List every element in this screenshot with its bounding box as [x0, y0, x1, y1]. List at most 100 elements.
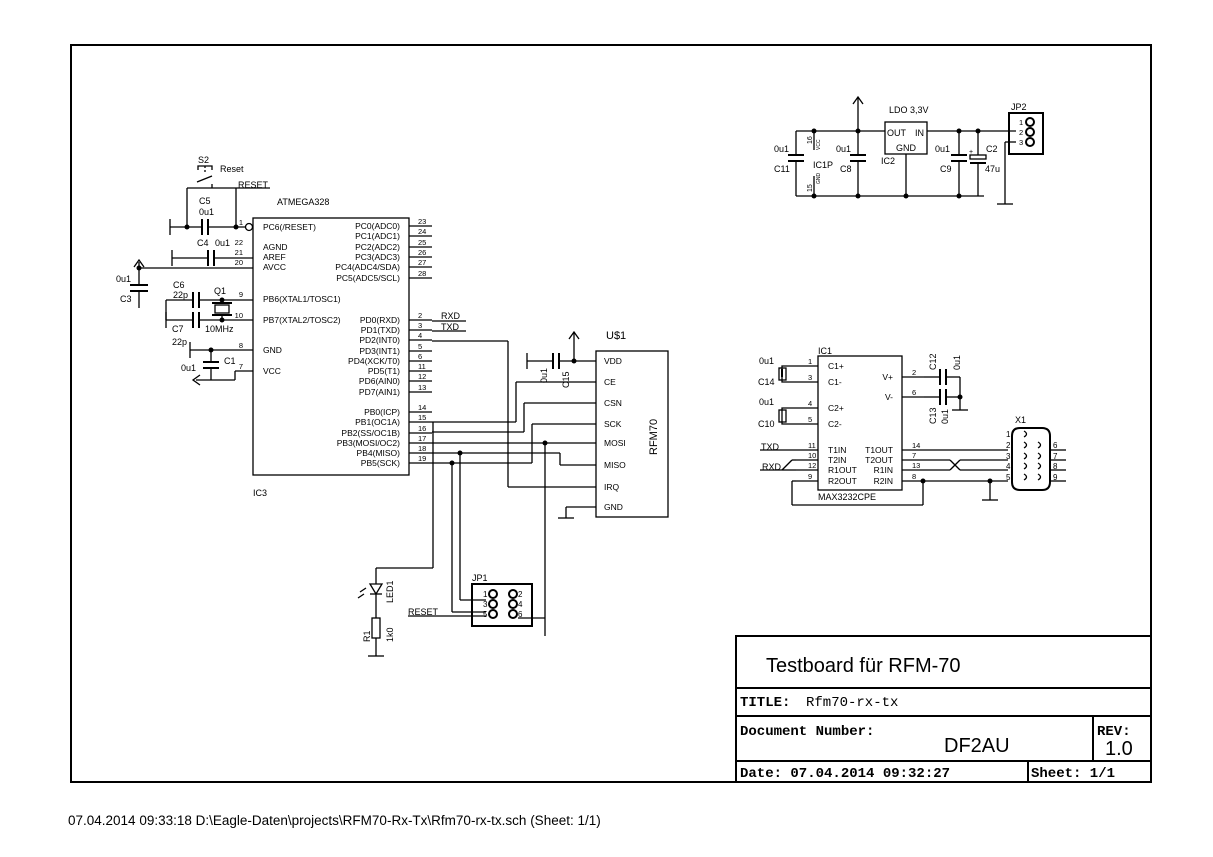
- rfm-name: RFM70: [648, 419, 660, 455]
- net-rxd: RXD: [441, 311, 461, 321]
- mcu-pin-label: PD3(INT1): [359, 346, 400, 356]
- mcu-pin-num: 26: [418, 248, 426, 257]
- mcu-ref: IC3: [253, 488, 267, 498]
- jp2-pin: [1025, 117, 1035, 127]
- mcu-pin-label: PD6(AIN0): [359, 376, 400, 386]
- rfm-pin-label: GND: [604, 502, 623, 512]
- svg-text:0u1: 0u1: [940, 409, 950, 424]
- mcu-pin-num: 9: [239, 290, 243, 299]
- svg-text:0u1: 0u1: [539, 368, 549, 383]
- mcu-pin-label: PB0(ICP): [364, 407, 400, 417]
- mcu-pin-num: 15: [418, 413, 426, 422]
- mcu-pin-num: 20: [235, 258, 243, 267]
- jp1-pin-num: 3: [483, 600, 488, 609]
- mcu-pin-label: PD4(XCK/T0): [348, 356, 400, 366]
- spi-wiring: [376, 340, 596, 636]
- mcu-pin-label: PB3(MOSI/OC2): [337, 438, 400, 448]
- jp1-pin-num: 4: [518, 600, 523, 609]
- mcu-pin-label: PB5(SCK): [361, 458, 400, 468]
- mcu-pin-label: VCC: [263, 366, 281, 376]
- max-name: MAX3232CPE: [818, 492, 876, 502]
- svg-text:Reset: Reset: [220, 164, 244, 174]
- mcu-pin-label: PC6(/RESET): [263, 222, 316, 232]
- svg-text:+: +: [969, 149, 973, 156]
- jp1-pin: [488, 589, 498, 599]
- mcu-pin-label: PD2(INT0): [359, 335, 400, 345]
- mcu-pin-num: 25: [418, 238, 426, 247]
- max-pin-label: T1IN: [828, 445, 846, 455]
- svg-text:GND: GND: [816, 173, 822, 185]
- mcu-pin-num: 4: [418, 331, 422, 340]
- mcu-pin-num: 17: [418, 434, 426, 443]
- max-pin-num: 8: [912, 472, 916, 481]
- docnum-value: DF2AU: [944, 735, 1010, 757]
- rfm-pin-label: CSN: [604, 398, 622, 408]
- svg-text:C2: C2: [986, 144, 998, 154]
- svg-text:VCC: VCC: [816, 139, 822, 150]
- max-pin-num: 1: [808, 357, 812, 366]
- svg-text:IN: IN: [915, 128, 924, 138]
- svg-text:1k0: 1k0: [385, 627, 395, 642]
- max-pin-label: V+: [882, 372, 893, 382]
- mcu-pin-num: 12: [418, 372, 426, 381]
- mcu-pin-num: 7: [239, 362, 243, 371]
- max-pin-label: R2OUT: [828, 476, 857, 486]
- mcu-pin-num: 6: [418, 352, 422, 361]
- x1-pin-num: 4: [1006, 462, 1011, 471]
- svg-text:16: 16: [807, 136, 814, 144]
- svg-text:0u1: 0u1: [181, 363, 196, 373]
- net-txd: TXD: [441, 322, 460, 332]
- svg-text:C4: C4: [197, 238, 209, 248]
- mcu-pin-num: 22: [235, 238, 243, 247]
- mcu-pin-label: PC5(ADC5/SCL): [336, 273, 400, 283]
- svg-text:0u1: 0u1: [759, 356, 774, 366]
- mcu-pin-num: 3: [418, 321, 422, 330]
- date-text: Date: 07.04.2014 09:32:27: [740, 766, 950, 782]
- max-pin-label: C1-: [828, 377, 842, 387]
- svg-text:GND: GND: [896, 143, 917, 153]
- svg-text:Q1: Q1: [214, 286, 226, 296]
- mcu-pin-label: PD5(T1): [368, 366, 400, 376]
- max-pin-label: T2OUT: [865, 455, 893, 465]
- svg-text:LDO 3,3V: LDO 3,3V: [889, 105, 929, 115]
- rfm-pin-label: CE: [604, 377, 616, 387]
- svg-text:0u1: 0u1: [215, 238, 230, 248]
- jp2-pin: [1025, 137, 1035, 147]
- rfm-pin-label: IRQ: [604, 482, 620, 492]
- mcu-pin-label: AVCC: [263, 262, 286, 272]
- x1-pin-contact: [1037, 473, 1042, 481]
- x1-pin-contact: [1037, 462, 1042, 470]
- svg-text:0u1: 0u1: [116, 274, 131, 284]
- svg-text:C8: C8: [840, 164, 852, 174]
- svg-text:0u1: 0u1: [759, 397, 774, 407]
- svg-text:C5: C5: [199, 196, 211, 206]
- svg-text:15: 15: [807, 184, 814, 192]
- docnum-label: Document Number:: [740, 724, 874, 740]
- svg-text:JP1: JP1: [472, 573, 488, 583]
- svg-text:C15: C15: [561, 371, 571, 388]
- mcu-atmega328: ATMEGA328 IC3 PC6(/RESET)1AGND22AREF21AV…: [235, 197, 432, 498]
- svg-text:IC2: IC2: [881, 156, 895, 166]
- mcu-pin-num: 1: [239, 218, 243, 227]
- mcu-pin-num: 8: [239, 341, 243, 350]
- x1-pin-num: 3: [1006, 452, 1011, 461]
- mcu-pin-label: PB2(SS/OC1B): [341, 428, 400, 438]
- sheet-frame: [70, 44, 1152, 783]
- x1-pin-contact: [1037, 452, 1042, 460]
- svg-text:X1: X1: [1015, 415, 1026, 425]
- mcu-pin-label: AGND: [263, 242, 288, 252]
- svg-text:10MHz: 10MHz: [205, 324, 234, 334]
- rev-value: 1.0: [1105, 738, 1133, 760]
- mcu-pin-num: 2: [418, 311, 422, 320]
- project-title: Testboard für RFM-70: [766, 655, 961, 677]
- svg-text:C12: C12: [928, 353, 938, 370]
- mcu-pin-label: PC4(ADC4/SDA): [335, 262, 400, 272]
- svg-text:RESET: RESET: [408, 607, 439, 617]
- led-circuit: LED1 R1 1k0: [357, 568, 395, 657]
- mcu-pin-label: PB6(XTAL1/TOSC1): [263, 294, 341, 304]
- svg-text:S2: S2: [198, 155, 209, 165]
